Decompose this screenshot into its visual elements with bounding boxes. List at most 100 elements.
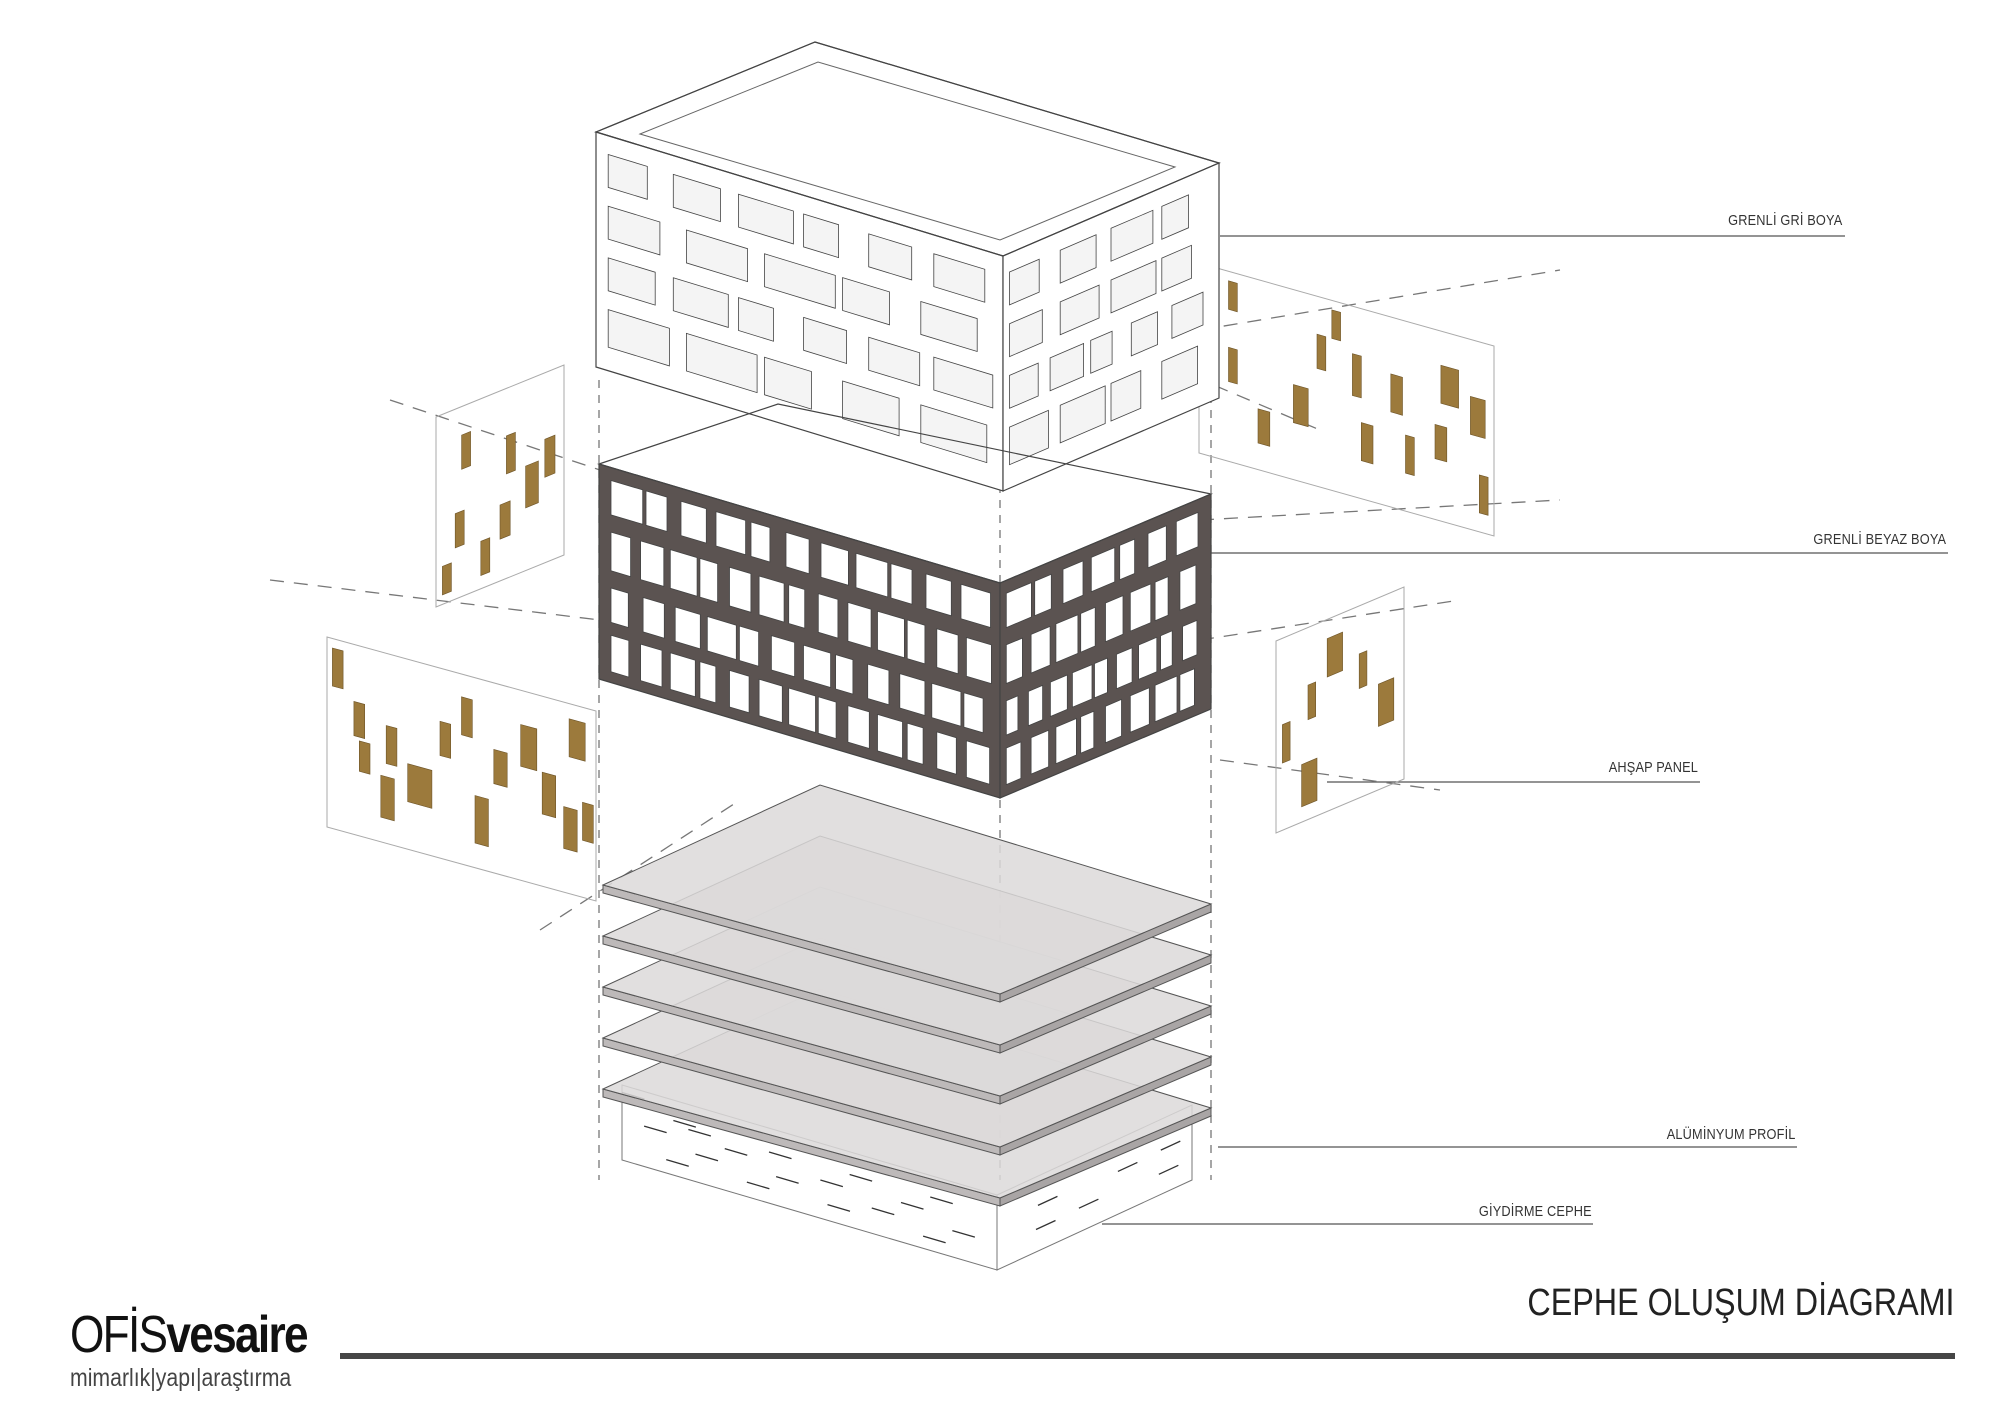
top-frame-window: [764, 253, 836, 309]
top-frame-top-edge: [594, 41, 1221, 257]
middle-layer-window: [739, 625, 759, 667]
wood-panel-piece: [461, 696, 473, 739]
middle-layer-window: [1005, 695, 1019, 736]
curtain-wall-hatch: [1160, 1140, 1181, 1151]
middle-layer-window: [1105, 594, 1124, 643]
middle-layer-window: [1129, 687, 1150, 733]
middle-layer-window: [877, 713, 903, 759]
middle-layer-window: [1116, 647, 1133, 690]
curtain-wall-hatch: [724, 1147, 748, 1156]
middle-layer-window: [820, 542, 849, 586]
wood-panel-piece: [1301, 757, 1318, 808]
wood-panel-piece: [1405, 434, 1415, 476]
middle-layer-window: [835, 654, 854, 695]
middle-layer-window: [1179, 668, 1195, 713]
top-frame-window: [842, 380, 900, 437]
middle-layer-window: [1129, 583, 1152, 632]
top-frame-window: [607, 257, 656, 306]
middle-layer-window: [1055, 717, 1077, 765]
middle-layer-window: [890, 563, 913, 605]
middle-layer-window: [1080, 606, 1096, 653]
label-grenli-beyaz-boya: GRENLİ BEYAZ BOYA: [1813, 531, 1946, 548]
logo: OFİSvesaire: [70, 1305, 309, 1365]
wood-panel-piece: [407, 763, 433, 809]
top-frame-window: [1090, 330, 1113, 374]
top-frame-window: [1049, 342, 1084, 392]
middle-layer-window: [847, 705, 870, 750]
curtain-wall-hatch: [922, 1235, 946, 1244]
wood-panel-piece: [358, 740, 371, 775]
wood-panel-piece: [439, 720, 452, 759]
middle-layer-window: [645, 490, 668, 533]
wood-panel-piece: [1390, 373, 1403, 416]
middle-layer-window: [847, 601, 872, 649]
wood-panel-piece: [1352, 353, 1362, 399]
wood-panel-piece: [353, 701, 366, 739]
middle-layer-window: [1055, 614, 1079, 664]
middle-layer-window: [803, 644, 831, 689]
middle-layer-window: [867, 663, 890, 706]
diagonal-guide-line: [539, 799, 741, 931]
wood-panel-piece: [1378, 677, 1395, 727]
middle-layer-window: [758, 678, 783, 724]
wood-panel-piece: [544, 434, 556, 478]
curtain-wall-hatch: [768, 1151, 792, 1160]
middle-layer-window: [936, 731, 957, 775]
middle-layer-window: [640, 540, 665, 587]
label-aluminyum-profil: ALÜMİNYUM PROFİL: [1667, 1126, 1796, 1143]
top-frame-window: [842, 277, 890, 326]
top-frame-window: [672, 277, 729, 328]
top-frame-window: [1161, 345, 1198, 400]
middle-layer-window: [966, 636, 992, 685]
top-frame-window: [738, 193, 794, 245]
middle-layer-window: [1182, 619, 1198, 662]
top-frame-window: [1110, 259, 1157, 314]
middle-layer-window: [640, 643, 663, 688]
middle-layer-window: [1028, 684, 1043, 727]
curtain-wall-hatch: [1117, 1161, 1138, 1173]
curtain-wall-hatch: [775, 1176, 799, 1184]
middle-layer-window: [960, 583, 991, 629]
wood-panel-piece: [1293, 384, 1309, 428]
top-frame-window: [1110, 369, 1142, 422]
top-frame-window: [764, 356, 812, 410]
middle-layer-window: [963, 692, 984, 734]
wood-panel-piece: [1331, 309, 1341, 342]
diagram-title: CEPHE OLUŞUM DİAGRAMI: [1527, 1282, 1955, 1324]
top-frame-window: [738, 297, 774, 342]
wood-panel-piece: [1316, 333, 1327, 372]
middle-layer-window: [1030, 729, 1049, 775]
top-frame-window: [607, 205, 661, 256]
middle-layer-window: [1034, 573, 1052, 617]
top-frame-window: [1161, 244, 1192, 292]
top-frame-window: [1059, 234, 1097, 284]
wood-panel-piece: [1326, 631, 1343, 678]
diagonal-guide-line: [1199, 499, 1561, 521]
top-frame-window: [1009, 362, 1039, 409]
middle-layer-window: [1062, 560, 1084, 605]
diagonal-guide-line: [1199, 599, 1461, 641]
middle-layer-window: [785, 531, 810, 575]
middle-layer-window: [1147, 525, 1167, 569]
top-frame-window: [1161, 194, 1189, 240]
middle-layer-window: [669, 549, 698, 597]
middle-layer-window: [788, 687, 816, 734]
middle-layer-window: [1154, 675, 1178, 723]
label-ahsap-panel: AHŞAP PANEL: [1608, 759, 1698, 776]
middle-layer-window: [1030, 625, 1051, 674]
middle-layer-window: [771, 635, 795, 678]
middle-layer-window: [788, 584, 806, 629]
curtain-wall-hatch: [930, 1196, 953, 1205]
wood-panel-piece: [1282, 721, 1291, 764]
logo-part2: vesaire: [166, 1306, 308, 1364]
middle-layer-window: [699, 661, 717, 704]
wood-panel-piece: [1479, 474, 1489, 516]
wood-panel-piece: [1228, 346, 1238, 385]
middle-layer-window: [680, 500, 707, 544]
middle-layer-window: [758, 575, 785, 623]
wood-panel-piece: [332, 647, 344, 690]
middle-layer-window: [1094, 657, 1108, 699]
wood-panel-piece: [1307, 681, 1316, 721]
wood-panel-piece: [1440, 364, 1459, 409]
